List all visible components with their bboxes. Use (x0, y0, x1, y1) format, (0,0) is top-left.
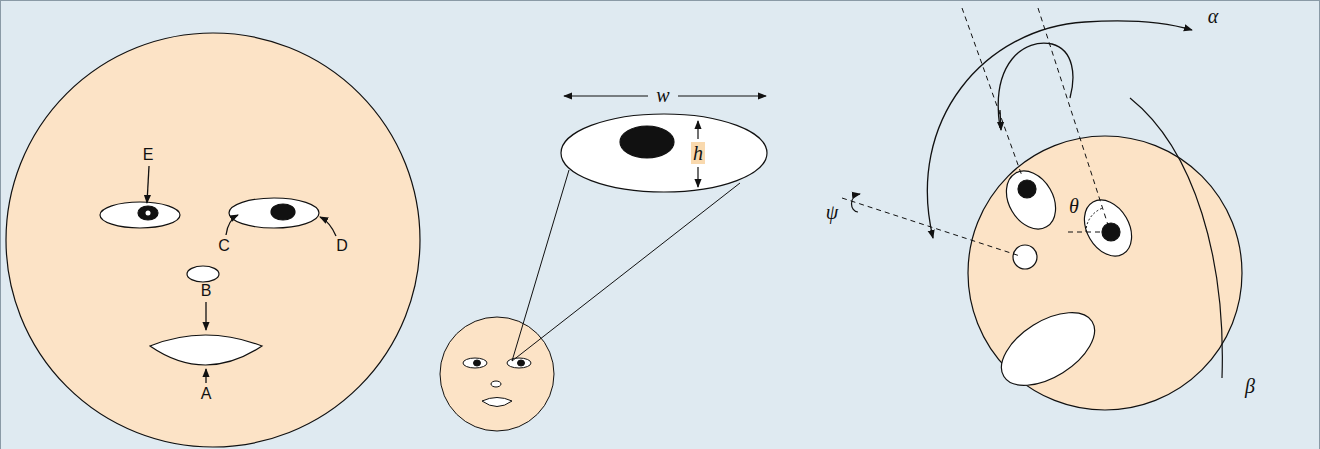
left-face (6, 33, 420, 447)
dimension-label: h (691, 142, 705, 164)
small-face (440, 317, 554, 431)
alpha-inner-head (1000, 110, 1001, 130)
angle-label: ψ (824, 201, 840, 223)
right-face (968, 98, 1242, 410)
axis-lines (842, 8, 1109, 256)
angle-label: β (1243, 375, 1257, 397)
angle-label: θ (1067, 195, 1081, 217)
psi-rotation (852, 194, 861, 212)
callout-letter: A (199, 385, 214, 403)
dimension-arrows (564, 96, 766, 187)
dimension-label: w (654, 84, 671, 106)
callout-letter: E (141, 146, 156, 164)
callout-letter: B (199, 282, 214, 300)
zoom-lines (512, 170, 740, 361)
angle-label: α (1206, 5, 1221, 27)
zoomed-eye (561, 114, 767, 192)
callout-arrows (147, 166, 336, 383)
callout-letter: C (216, 237, 232, 255)
callout-letter: D (334, 237, 350, 255)
